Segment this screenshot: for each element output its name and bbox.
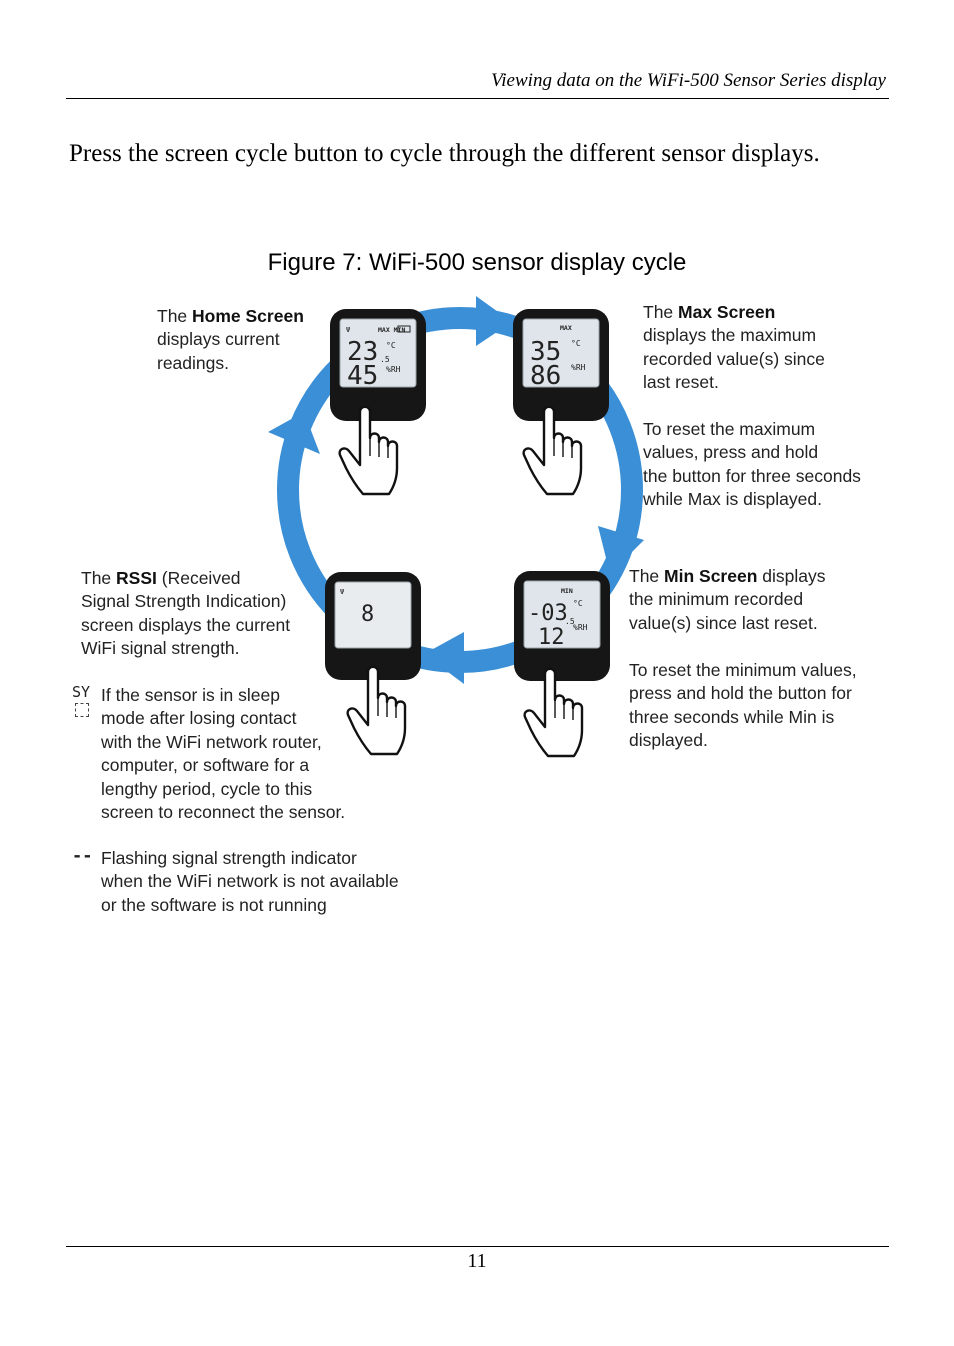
home-temp-unit: °C [386,341,396,350]
sleep-box-icon [75,703,89,717]
max-screen-title: Max Screen [678,302,776,322]
running-header: Viewing data on the WiFi-500 Sensor Seri… [491,70,886,91]
min-screen-title: Min Screen [664,566,758,586]
flashing-indicator-note: Flashing signal strength indicator when … [101,848,399,915]
min-screen-note: The Min Screen displays the minimum reco… [629,566,826,633]
home-temp: 23 [347,337,378,367]
rssi-signal-icon: Ψ [340,588,344,596]
rssi-value: 8 [361,602,374,627]
battery-icon [397,325,411,333]
rssi-screen-note: The RSSI (Received Signal Strength Indic… [81,568,291,659]
arrow-head-top [476,296,512,346]
arrow-head-bottom [424,632,464,684]
arrow-head-left [268,412,320,454]
home-indicator: MAX MIN [378,326,405,334]
max-indicator: MAX [560,324,572,332]
signal-icon: Ψ [346,326,350,334]
min-indicator: MIN [561,587,573,595]
max-screen-device: MAX 35 °C 86 %RH [513,309,609,496]
footer-rule [66,1246,889,1247]
intro-paragraph: Press the screen cycle button to cycle t… [69,140,820,167]
home-temp-decimal: .5 [380,355,390,364]
arrow-head-right [598,526,644,574]
home-screen-device: Ψ MAX MIN 23 .5 °C 45 %RH [330,309,426,496]
max-rh: 86 [530,361,561,391]
sleep-mode-icon: SY [72,684,96,722]
min-temp: -03 [528,601,568,626]
max-rh-unit: %RH [571,363,586,372]
header-rule [66,98,889,99]
max-temp: 35 [530,337,561,367]
home-rh-unit: %RH [386,365,401,374]
flashing-indicator-icon: -- [72,846,93,866]
min-temp-decimal: .5 [565,617,575,626]
min-screen-device: MIN -03 .5 °C 12 %RH [514,571,610,758]
min-temp-unit: °C [573,599,583,608]
figure-caption: Figure 7: WiFi-500 sensor display cycle [267,249,687,276]
page-number: 11 [467,1250,487,1272]
home-screen-title: Home Screen [192,306,304,326]
min-reset-note: To reset the minimum values, press and h… [629,660,857,751]
home-screen-note: The Home Screen displays current reading… [157,306,304,373]
max-screen-note: The Max Screen displays the maximum reco… [643,302,825,393]
rssi-screen-title: RSSI [116,568,157,588]
sleep-mode-note: If the sensor is in sleep mode after los… [101,685,346,823]
max-reset-note: To reset the maximum values, press and h… [643,419,861,510]
cycle-arrows [268,296,644,684]
min-rh-unit: %RH [573,623,588,632]
max-temp-unit: °C [571,339,581,348]
min-rh: 12 [538,625,565,650]
rssi-screen-device: Ψ 8 [325,572,421,756]
home-rh: 45 [347,361,378,391]
